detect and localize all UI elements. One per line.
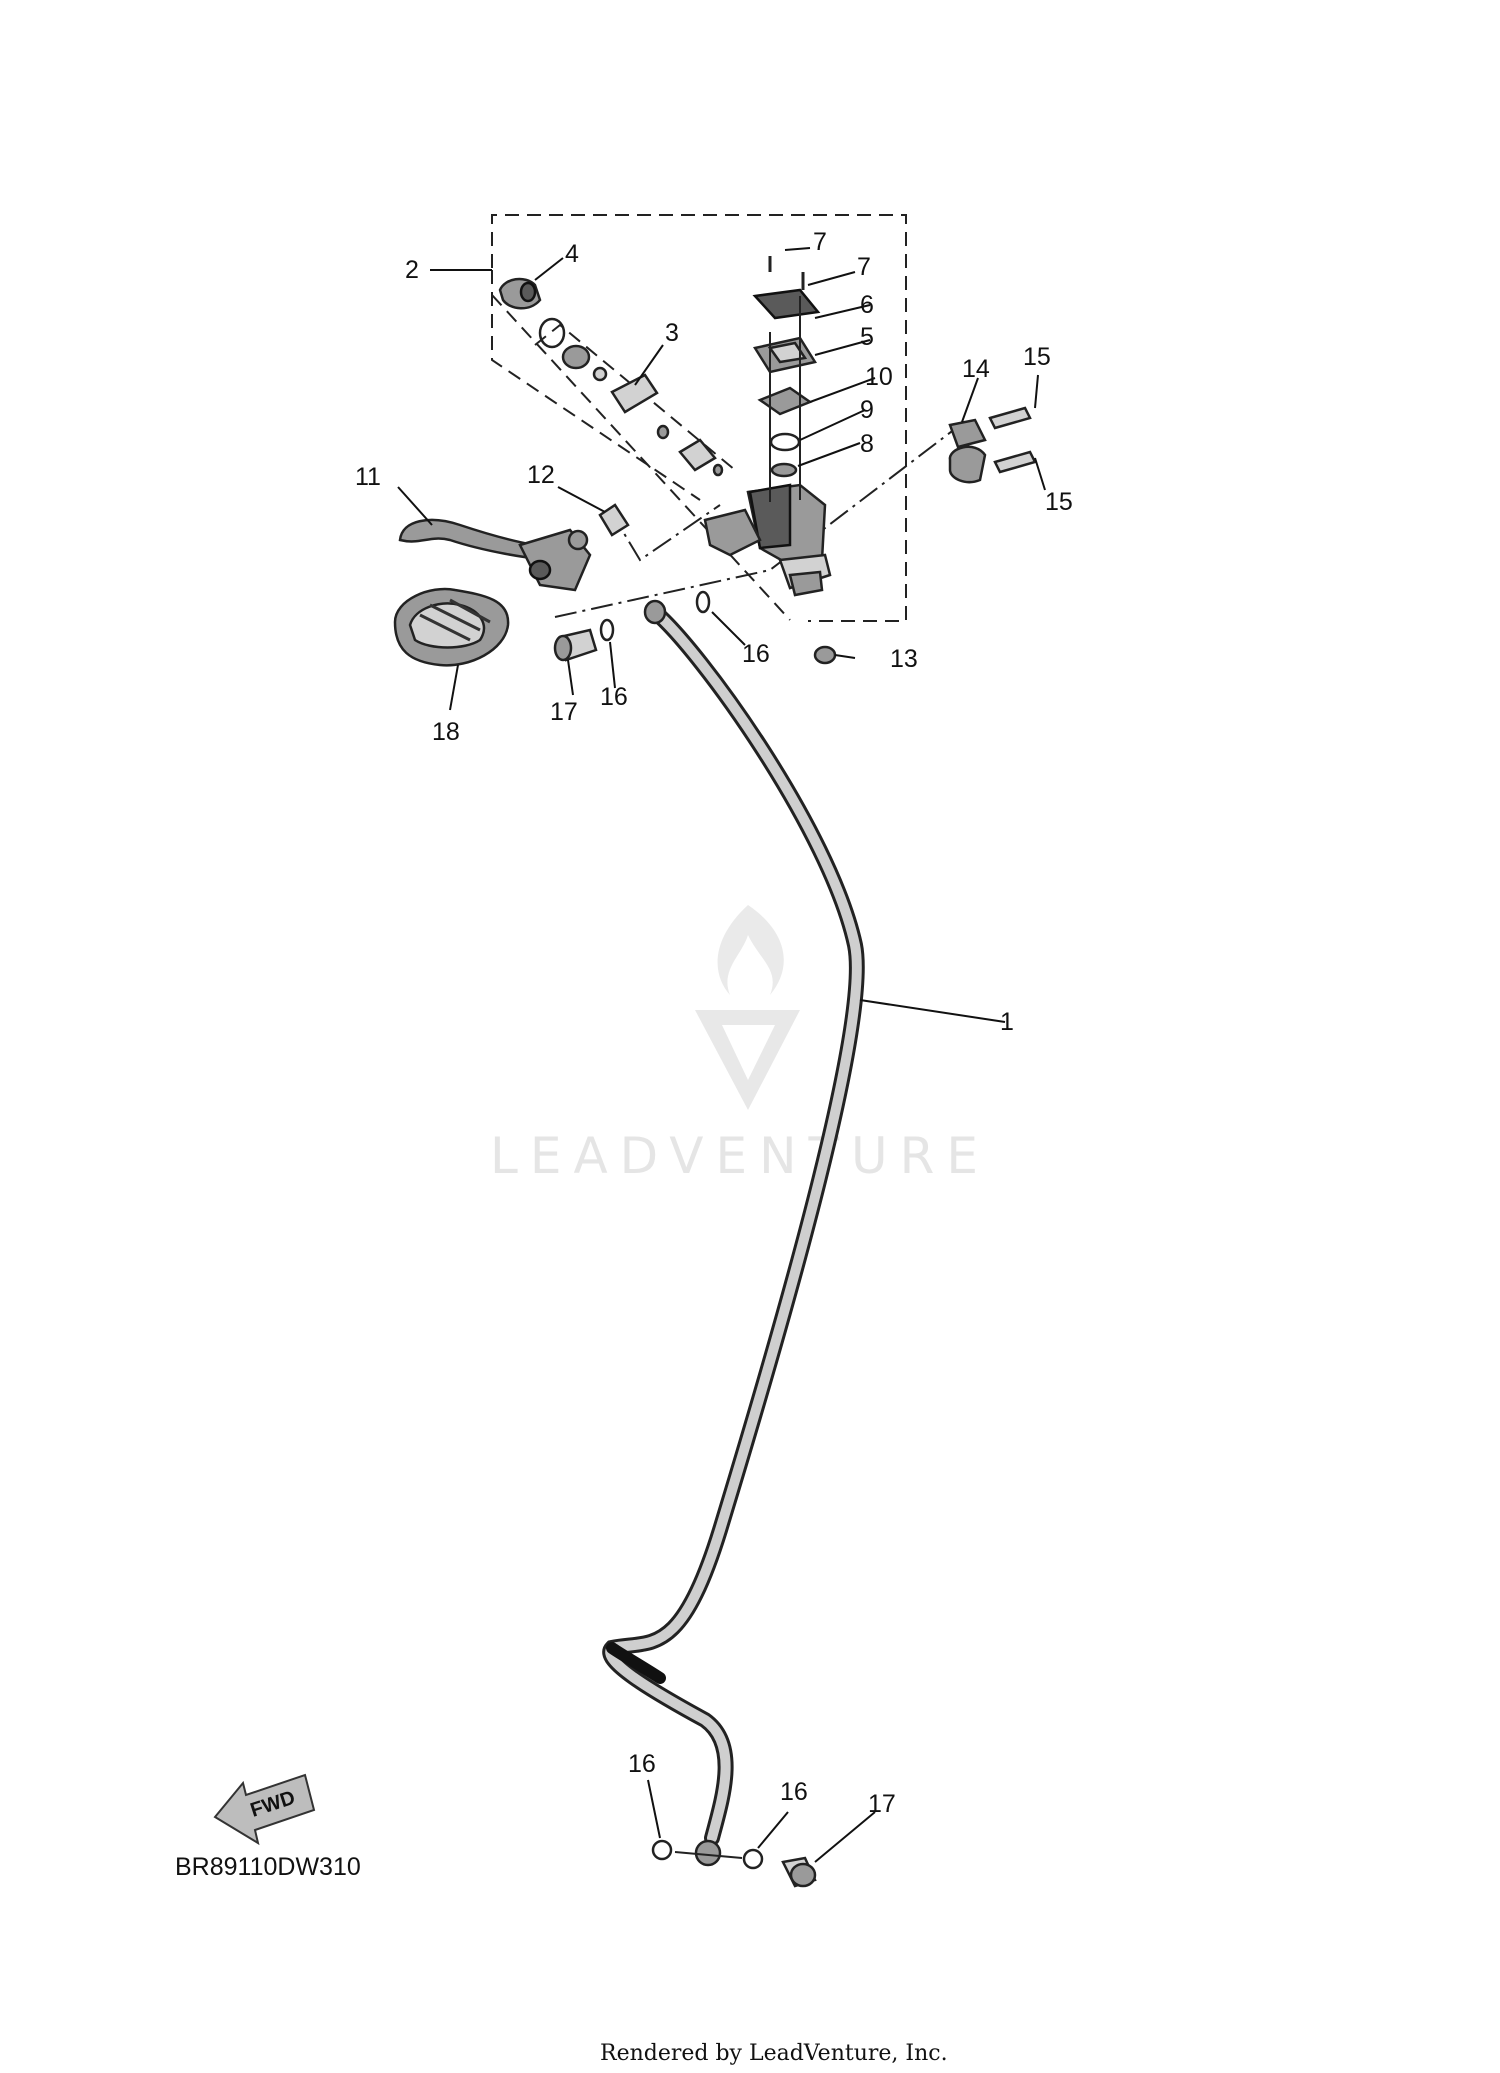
callout-15b: 15 [1045, 488, 1073, 516]
union-bolt-upper-head [553, 634, 573, 662]
clamp-bolt-lower [993, 450, 1037, 474]
footer-credit: Rendered by LeadVenture, Inc. [600, 2041, 948, 2066]
callouts: 2 4 3 7 7 6 5 10 9 8 14 15 15 11 12 13 1… [355, 228, 1073, 1818]
callout-9: 9 [860, 396, 874, 424]
callout-17a: 17 [550, 698, 578, 726]
callout-16d: 16 [780, 1778, 808, 1806]
washer-16a [599, 618, 615, 642]
banjo-fitting-lower [694, 1839, 722, 1867]
callout-4: 4 [565, 240, 579, 268]
callout-14: 14 [962, 355, 990, 383]
callout-15a: 15 [1023, 343, 1051, 371]
brake-lever [398, 518, 592, 592]
assembly-boundary [491, 214, 907, 622]
master-cylinder-body [703, 483, 832, 597]
lever-adjuster [598, 503, 630, 537]
v-mark-icon [695, 1010, 800, 1110]
washer-16d [742, 1848, 764, 1870]
piston-kit [538, 317, 724, 477]
centerline-axle [554, 424, 961, 618]
callout-13: 13 [890, 645, 918, 673]
callout-2: 2 [405, 256, 419, 284]
callout-18: 18 [432, 718, 460, 746]
watermark-logo: LEADVENTURE [490, 905, 990, 1185]
diagram-code: BR89110DW310 [175, 1853, 361, 1881]
washer-16c [651, 1839, 673, 1861]
callout-3: 3 [665, 319, 679, 347]
callout-17b: 17 [868, 1790, 896, 1818]
union-bolt-lower-head [789, 1862, 817, 1888]
assembly-leader-line [491, 294, 791, 621]
callout-7b: 7 [857, 253, 871, 281]
callout-7a: 7 [813, 228, 827, 256]
callout-16c: 16 [628, 1750, 656, 1778]
brake-hose [602, 604, 865, 1846]
dust-cap [813, 645, 837, 665]
washer-16b [695, 590, 711, 614]
callout-5: 5 [860, 323, 874, 351]
lower-bolt-axis [674, 1851, 743, 1859]
flame-icon [717, 905, 784, 995]
fwd-arrow-icon: FWD [213, 1773, 316, 1846]
reservoir-cap-stack [752, 256, 821, 502]
callout-11: 11 [355, 463, 381, 491]
leader-lines [397, 247, 1046, 1863]
boot-end [519, 281, 537, 303]
callout-12: 12 [527, 461, 555, 489]
watermark-text: LEADVENTURE [490, 1127, 990, 1185]
callout-1: 1 [1000, 1008, 1014, 1036]
callout-8: 8 [860, 430, 874, 458]
callout-16a: 16 [742, 640, 770, 668]
clamp-bolt-upper [988, 406, 1032, 430]
callout-16b: 16 [600, 683, 628, 711]
callout-6: 6 [860, 291, 874, 319]
banjo-fitting-upper [643, 599, 667, 625]
handlebar-clamp [948, 418, 987, 484]
callout-10: 10 [865, 363, 893, 391]
centerline-lever [609, 504, 721, 562]
lever-cover [393, 587, 510, 667]
